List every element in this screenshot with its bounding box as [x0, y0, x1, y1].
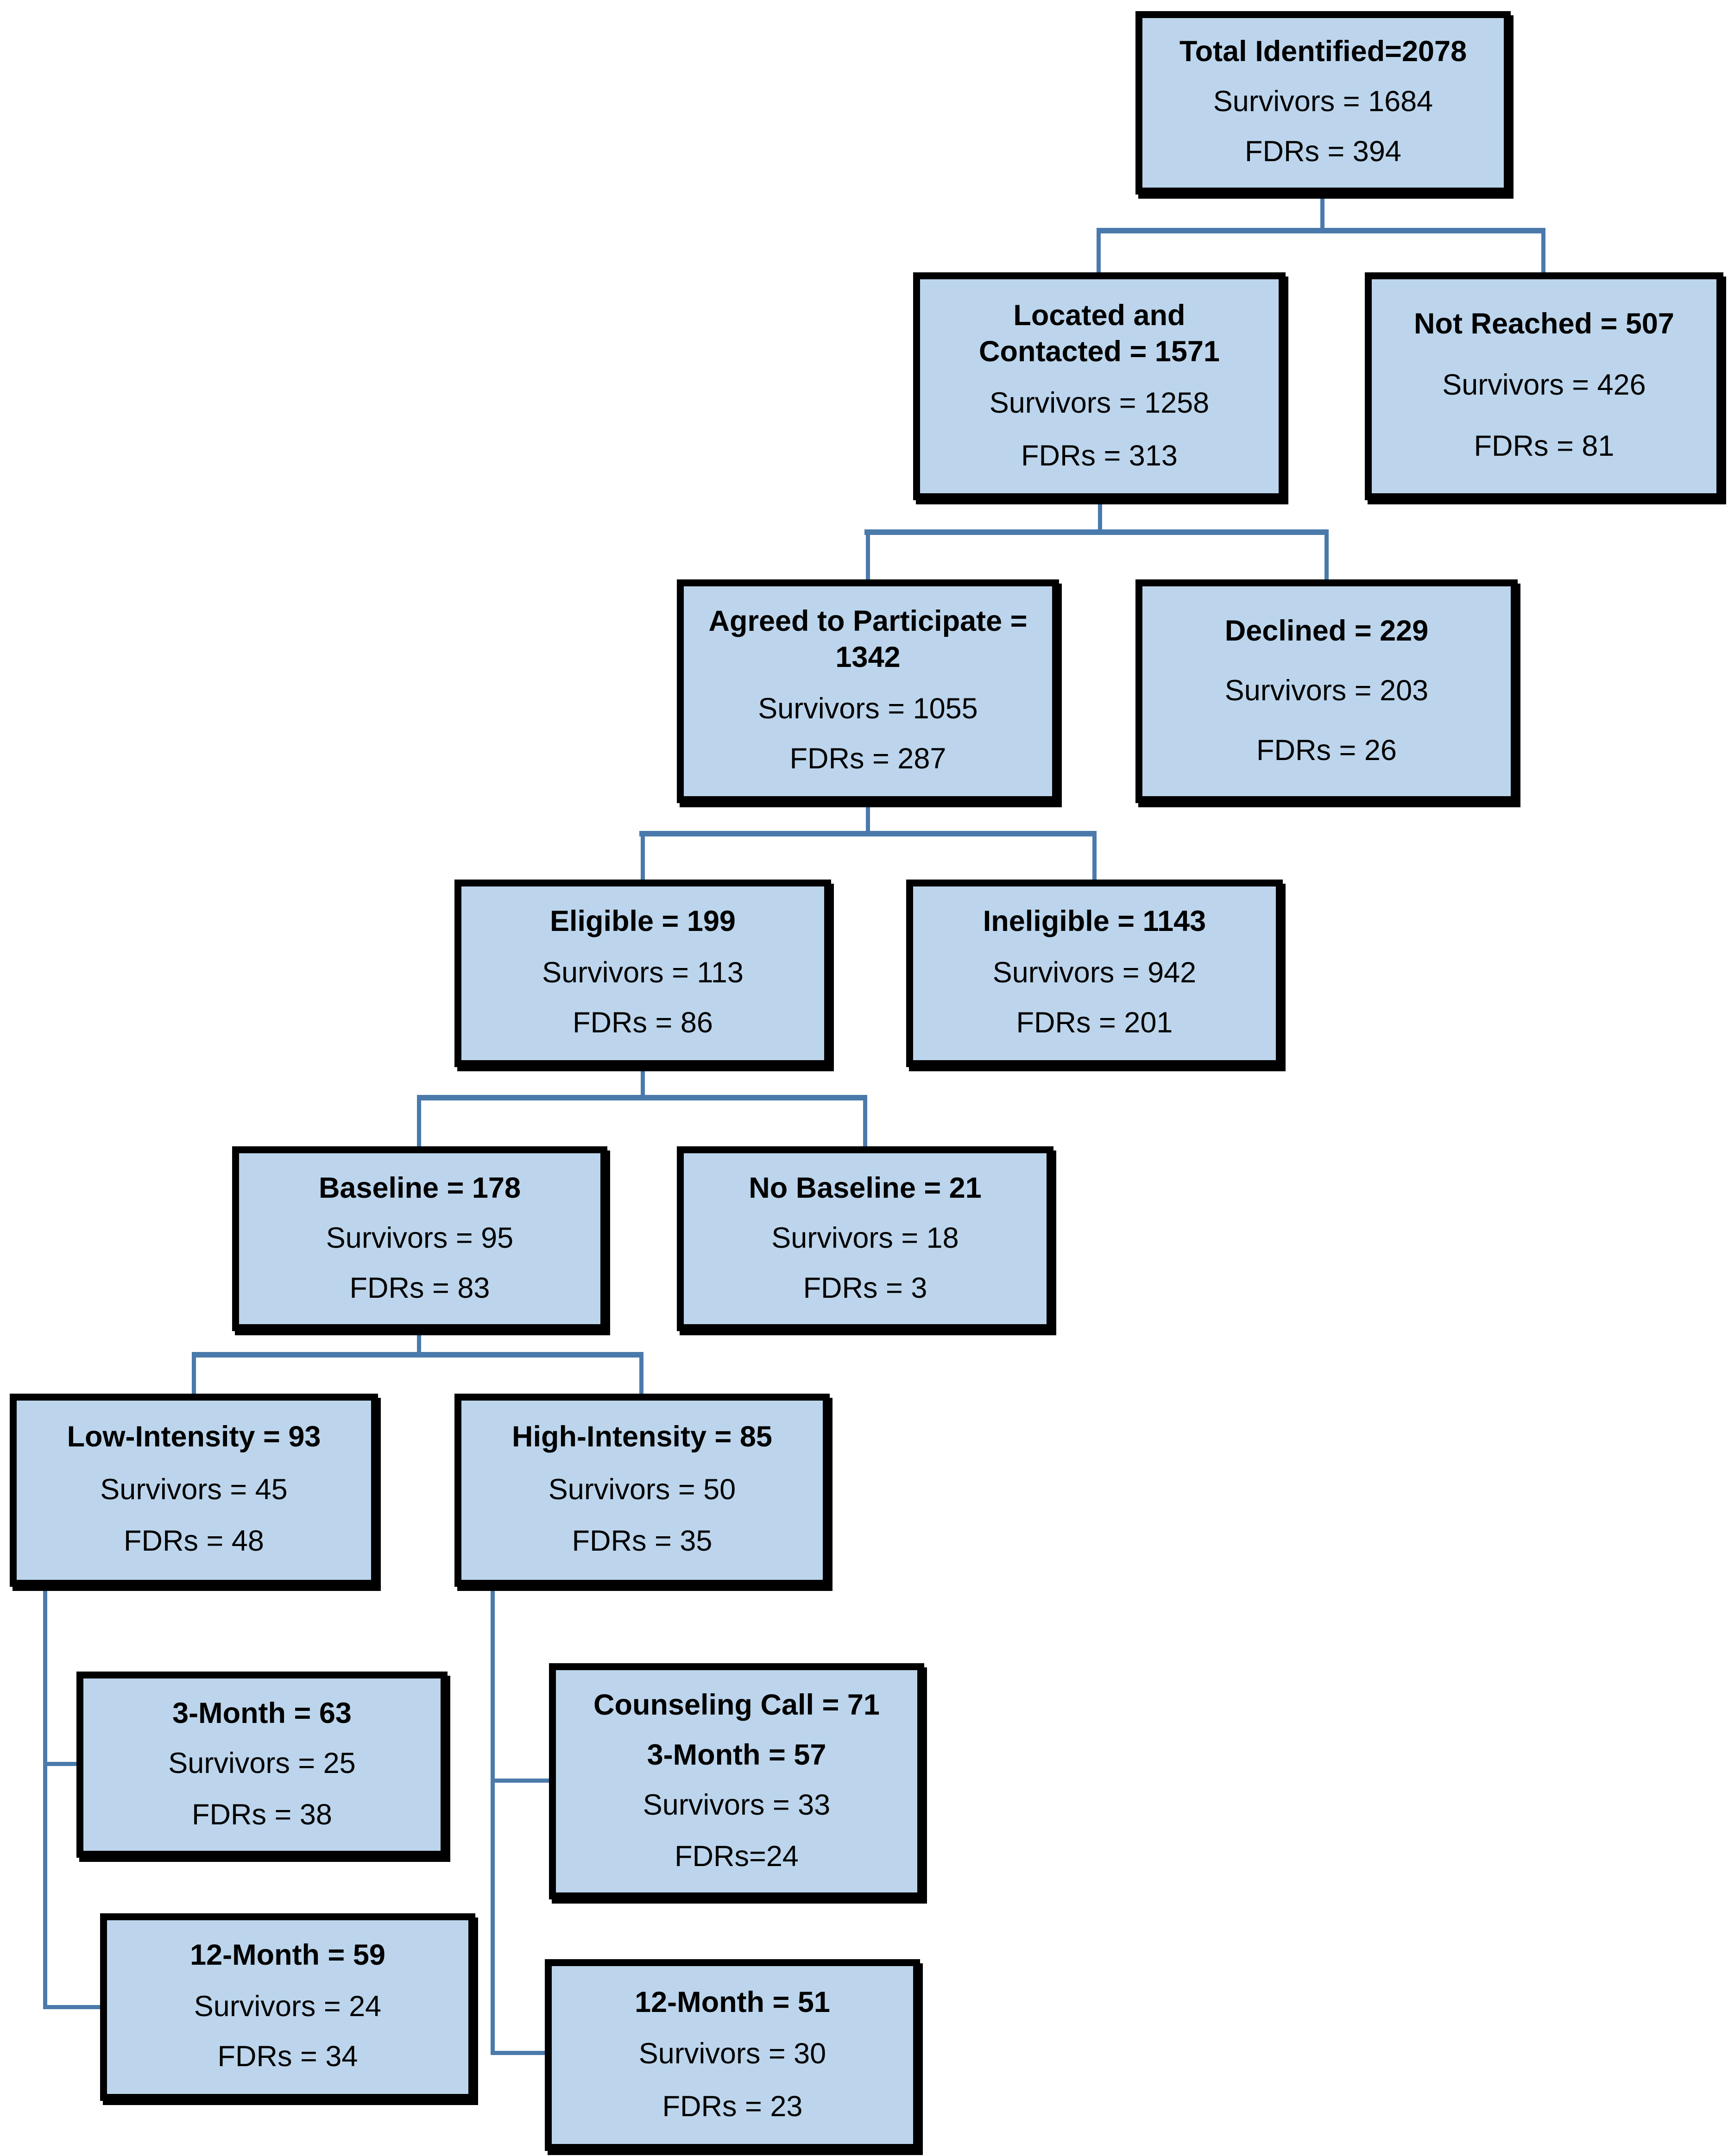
- connector-bar-row5: [417, 1095, 867, 1100]
- node-line: FDRs=24: [675, 1840, 799, 1873]
- node-12-month-high: 12-Month = 51 Survivors = 30 FDRs = 23: [545, 1959, 920, 2151]
- connector-rail-low-intensity: [43, 1587, 47, 2009]
- connector-stem-baseline: [417, 1331, 421, 1355]
- node-eligible: Eligible = 199 Survivors = 113 FDRs = 86: [454, 880, 831, 1067]
- node-line: FDRs = 35: [572, 1526, 713, 1558]
- node-title: Baseline = 178: [318, 1172, 521, 1204]
- node-line: Survivors = 203: [1224, 675, 1429, 707]
- node-line: FDRs = 23: [662, 2090, 803, 2123]
- node-line: FDRs = 287: [789, 743, 946, 776]
- node-line: FDRs = 394: [1245, 136, 1401, 169]
- node-line: Survivors = 1684: [1213, 86, 1433, 119]
- connector-drop-declined: [1324, 529, 1329, 579]
- connector-bar-row6: [192, 1352, 643, 1358]
- connector-drop-agreed: [866, 529, 870, 579]
- connector-stem-located: [1098, 500, 1102, 532]
- node-line: FDRs = 3: [803, 1272, 927, 1305]
- node-line: Survivors = 113: [542, 957, 744, 989]
- connector-branch-12-month-low: [43, 2005, 103, 2009]
- node-title: 3-Month = 63: [172, 1697, 352, 1730]
- node-title: Declined = 229: [1224, 615, 1429, 647]
- node-line: FDRs = 26: [1256, 735, 1397, 767]
- node-line: FDRs = 83: [349, 1272, 490, 1305]
- node-line: Survivors = 45: [100, 1474, 288, 1506]
- connector-branch-12-month-high: [491, 2051, 548, 2055]
- node-declined: Declined = 229 Survivors = 203 FDRs = 26: [1135, 579, 1518, 803]
- node-line: Survivors = 1258: [989, 388, 1210, 420]
- node-line: Survivors = 33: [643, 1790, 831, 1822]
- node-title: Counseling Call = 71: [593, 1689, 880, 1722]
- node-title: 12-Month = 51: [635, 1986, 830, 2019]
- node-3-month-low: 3-Month = 63 Survivors = 25 FDRs = 38: [76, 1672, 448, 1858]
- node-low-intensity: Low-Intensity = 93 Survivors = 45 FDRs =…: [10, 1394, 378, 1587]
- node-line: Survivors = 24: [194, 1991, 382, 2023]
- node-title: No Baseline = 21: [749, 1172, 982, 1204]
- node-line: Survivors = 942: [992, 957, 1197, 989]
- connector-drop-ineligible: [1092, 831, 1097, 880]
- node-title: Low-Intensity = 93: [67, 1421, 321, 1454]
- node-line: Survivors = 30: [638, 2038, 826, 2071]
- node-counseling-call: Counseling Call = 71 3-Month = 57 Surviv…: [549, 1663, 924, 1899]
- node-line: FDRs = 48: [124, 1526, 264, 1558]
- node-line: Survivors = 25: [168, 1748, 356, 1780]
- connector-bar-row3: [864, 529, 1329, 535]
- connector-drop-not-reached: [1541, 228, 1545, 272]
- node-line: Survivors = 18: [771, 1222, 959, 1255]
- node-title: Located and Contacted = 1571: [978, 300, 1220, 368]
- connector-drop-low-intensity: [192, 1352, 196, 1394]
- connector-drop-eligible: [641, 831, 645, 880]
- connector-drop-high-intensity: [639, 1352, 643, 1394]
- node-line: Survivors = 95: [326, 1222, 514, 1255]
- node-title: High-Intensity = 85: [512, 1421, 772, 1454]
- connector-branch-counseling-call: [491, 1779, 552, 1783]
- node-line: FDRs = 313: [1021, 440, 1178, 472]
- node-line: Survivors = 1055: [758, 692, 978, 725]
- node-line: FDRs = 86: [573, 1007, 713, 1040]
- connector-drop-no-baseline: [863, 1095, 867, 1146]
- node-12-month-low: 12-Month = 59 Survivors = 24 FDRs = 34: [100, 1913, 475, 2101]
- node-line: FDRs = 34: [217, 2041, 358, 2074]
- node-subtitle: 3-Month = 57: [647, 1740, 826, 1772]
- node-line: Survivors = 50: [548, 1474, 736, 1506]
- connector-drop-located: [1097, 228, 1101, 272]
- connector-stem-agreed: [866, 803, 870, 834]
- node-title: 12-Month = 59: [190, 1940, 385, 1972]
- node-line: Survivors = 426: [1442, 370, 1646, 402]
- connector-stem-total: [1320, 195, 1324, 231]
- node-not-reached: Not Reached = 507 Survivors = 426 FDRs =…: [1365, 272, 1723, 500]
- node-agreed-to-participate: Agreed to Participate = 1342 Survivors =…: [677, 579, 1059, 803]
- node-line: FDRs = 201: [1016, 1007, 1173, 1040]
- node-title: Eligible = 199: [550, 906, 736, 938]
- node-title: Not Reached = 507: [1413, 308, 1675, 341]
- node-baseline: Baseline = 178 Survivors = 95 FDRs = 83: [232, 1146, 607, 1331]
- node-ineligible: Ineligible = 1143 Survivors = 942 FDRs =…: [906, 880, 1283, 1067]
- connector-stem-eligible: [641, 1067, 645, 1098]
- node-title: Agreed to Participate = 1342: [708, 606, 1028, 674]
- node-total-identified: Total Identified=2078 Survivors = 1684 F…: [1135, 11, 1511, 195]
- node-located-contacted: Located and Contacted = 1571 Survivors =…: [913, 272, 1286, 500]
- connector-rail-high-intensity: [491, 1587, 495, 2055]
- node-high-intensity: High-Intensity = 85 Survivors = 50 FDRs …: [454, 1394, 830, 1587]
- node-line: FDRs = 38: [192, 1798, 332, 1831]
- connector-bar-row2: [1097, 228, 1545, 233]
- node-title: Ineligible = 1143: [983, 906, 1206, 938]
- node-line: FDRs = 81: [1474, 431, 1614, 463]
- connector-branch-3-month-low: [43, 1762, 79, 1766]
- node-no-baseline: No Baseline = 21 Survivors = 18 FDRs = 3: [677, 1146, 1053, 1331]
- connector-drop-baseline: [417, 1095, 421, 1146]
- node-title: Total Identified=2078: [1179, 36, 1467, 69]
- connector-bar-row4: [639, 831, 1097, 836]
